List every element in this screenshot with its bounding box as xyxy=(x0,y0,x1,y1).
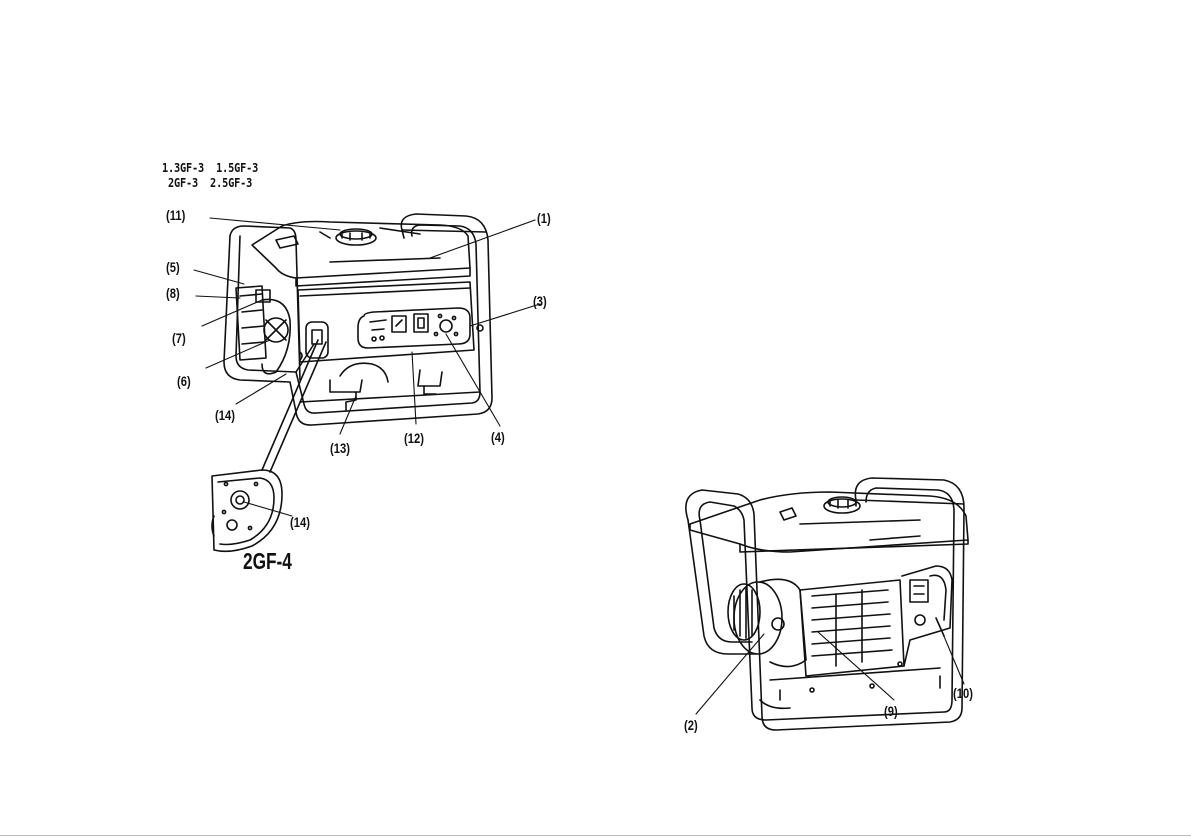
callout-13: (13) xyxy=(330,440,350,456)
callout-1: (1) xyxy=(537,210,551,226)
callout-2: (2) xyxy=(684,717,698,733)
callout-14: (14) xyxy=(215,407,235,423)
callout-12: (12) xyxy=(404,430,424,446)
rear-generator-drawing xyxy=(686,478,968,730)
callout-5: (5) xyxy=(166,259,180,275)
callout-3: (3) xyxy=(533,293,547,309)
callout-9: (9) xyxy=(884,703,898,719)
variant-caption: 2GF-4 xyxy=(243,548,292,575)
callout-6: (6) xyxy=(177,373,191,389)
page-bottom-rule xyxy=(0,835,1191,836)
callout-10: (10) xyxy=(953,685,973,701)
callout-4: (4) xyxy=(491,429,505,445)
callout-8: (8) xyxy=(166,285,180,301)
detail-callout-14: (14) xyxy=(290,514,310,530)
detail-panel-drawing xyxy=(212,470,282,551)
callout-7: (7) xyxy=(172,330,186,346)
callout-11: (11) xyxy=(166,207,185,223)
